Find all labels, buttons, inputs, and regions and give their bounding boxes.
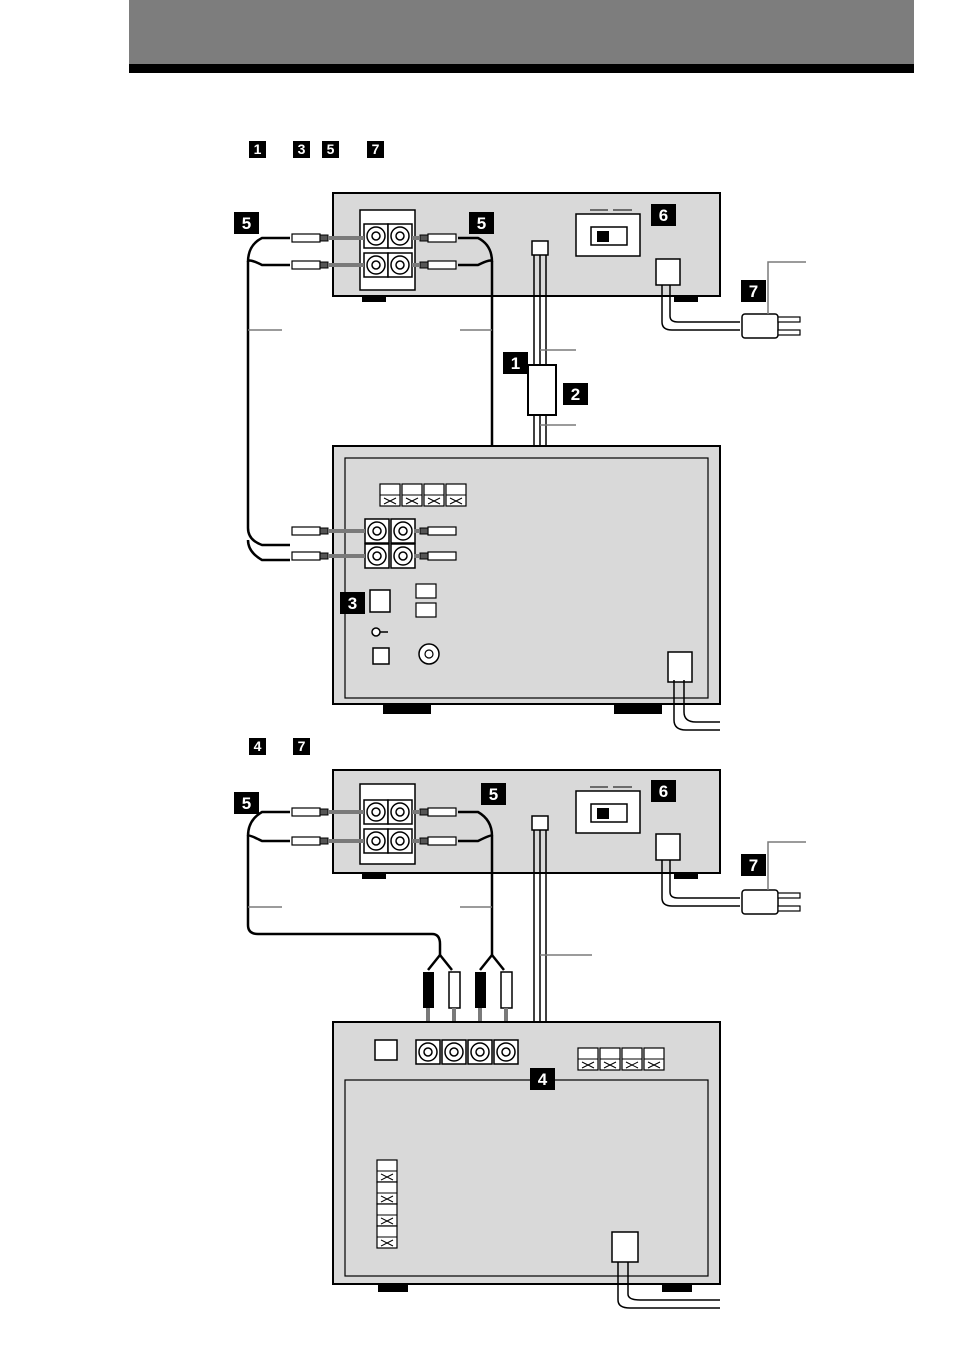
callout-4: 4 (530, 1068, 555, 1090)
svg-text:7: 7 (749, 856, 758, 875)
svg-text:5: 5 (242, 214, 251, 233)
svg-text:5: 5 (489, 785, 498, 804)
callout-2: 2 (563, 383, 588, 405)
callout-6b: 6 (651, 780, 676, 802)
svg-text:5: 5 (242, 794, 251, 813)
svg-text:1: 1 (511, 354, 520, 373)
svg-text:6: 6 (659, 206, 668, 225)
callout-5b: 5 (469, 212, 494, 234)
lower-unit-2 (333, 1022, 720, 1292)
amplifier-unit (333, 446, 720, 714)
audio-cable-left-1 (248, 238, 290, 560)
callout-3: 3 (340, 592, 365, 614)
svg-text:2: 2 (571, 385, 580, 404)
svg-text:4: 4 (538, 1070, 548, 1089)
callout-6a: 6 (651, 204, 676, 226)
svg-text:5: 5 (477, 214, 486, 233)
callout-5c: 5 (234, 792, 259, 814)
svg-text:6: 6 (659, 782, 668, 801)
callout-5d: 5 (481, 783, 506, 805)
callout-5a: 5 (234, 212, 259, 234)
callout-1: 1 (503, 352, 528, 374)
svg-text:7: 7 (749, 282, 758, 301)
callout-7a: 7 (741, 280, 766, 302)
callout-7b: 7 (741, 854, 766, 876)
svg-text:3: 3 (348, 594, 357, 613)
